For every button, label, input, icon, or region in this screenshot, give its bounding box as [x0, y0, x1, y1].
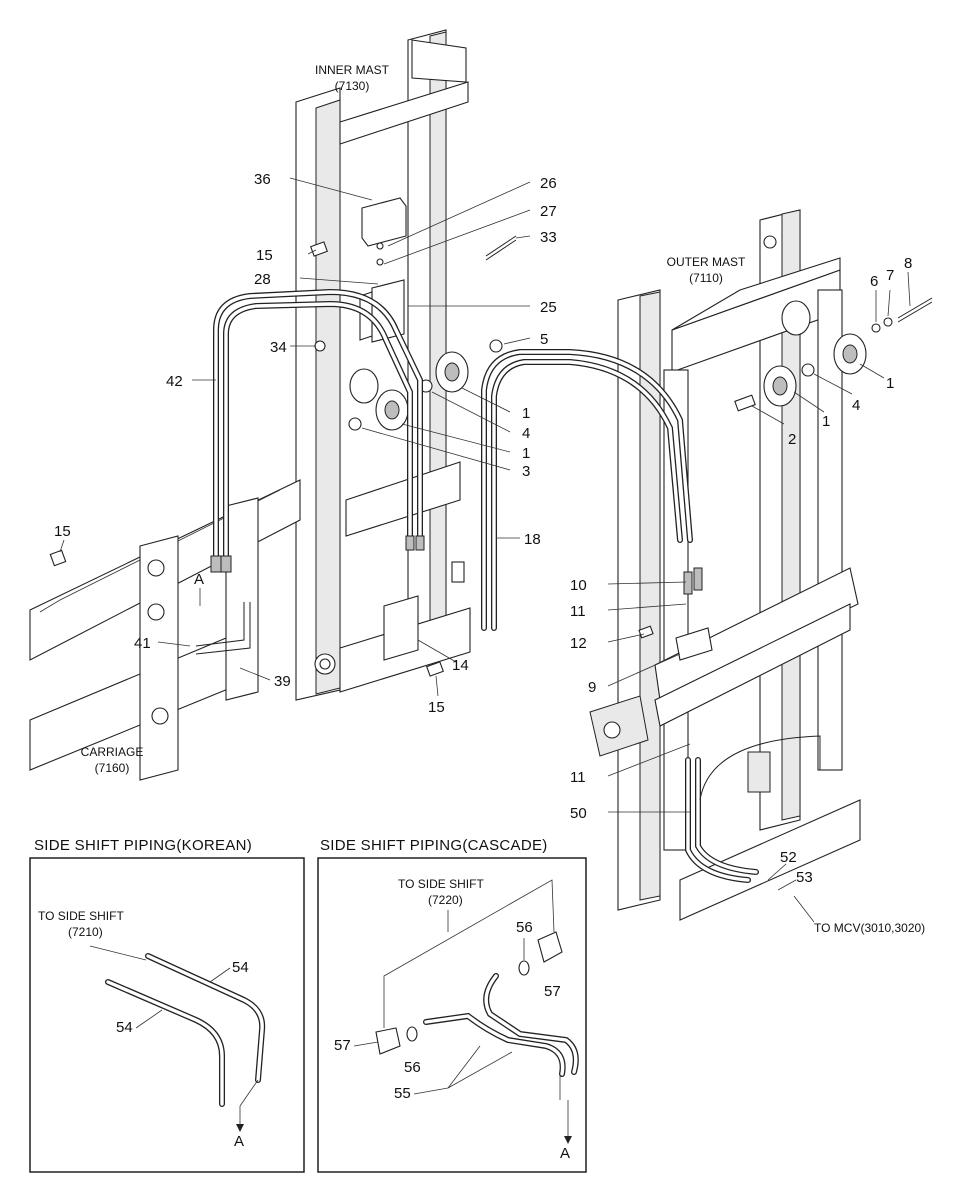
inset-cascade-arrow-label: A — [560, 1145, 570, 1162]
callout-18: 18 — [524, 531, 541, 548]
inset-cascade-callout-56-right: 56 — [516, 919, 533, 936]
inset-korean-to-label: TO SIDE SHIFT — [38, 909, 124, 923]
callout-27: 27 — [540, 203, 557, 220]
callout-15-top: 15 — [256, 247, 273, 264]
mcv-label: TO MCV(3010,3020) — [814, 921, 925, 935]
inset-korean-callout-54-upper: 54 — [232, 959, 249, 976]
callout-39: 39 — [274, 673, 291, 690]
callout-50: 50 — [570, 805, 587, 822]
callout-2: 2 — [788, 431, 796, 448]
inset-cascade-to-code: (7220) — [428, 893, 463, 907]
callout-15-left: 15 — [54, 523, 71, 540]
callout-11-a: 11 — [570, 603, 586, 620]
callout-41: 41 — [134, 635, 151, 652]
assembly-labels: INNER MAST (7130) OUTER MAST (7110) CARR… — [81, 63, 926, 935]
inset-cascade-to-label: TO SIDE SHIFT — [398, 877, 484, 891]
inset-cascade-callout-57-left: 57 — [334, 1037, 351, 1054]
inset-cascade-callout-55: 55 — [394, 1085, 411, 1102]
inset-cascade-title: SIDE SHIFT PIPING(CASCADE) — [320, 837, 548, 854]
inset-korean-title: SIDE SHIFT PIPING(KOREAN) — [34, 837, 252, 854]
inset-cascade-callout-57-right: 57 — [544, 983, 561, 1000]
callout-10: 10 — [570, 577, 587, 594]
outer-mast-label: OUTER MAST — [667, 255, 746, 269]
callout-1-b: 1 — [522, 445, 530, 462]
callout-numbers: 36 26 27 33 15 28 25 5 34 42 1 4 1 3 18 … — [54, 171, 912, 886]
callout-5: 5 — [540, 331, 548, 348]
inset-korean-callout-54-lower: 54 — [116, 1019, 133, 1036]
callout-1-c: 1 — [886, 375, 894, 392]
carriage-code: (7160) — [95, 761, 130, 775]
callout-34: 34 — [270, 339, 287, 356]
callout-4-a: 4 — [522, 425, 530, 442]
callout-8: 8 — [904, 255, 912, 272]
callout-12: 12 — [570, 635, 587, 652]
callout-52: 52 — [780, 849, 797, 866]
callout-15-bottom: 15 — [428, 699, 445, 716]
inset-korean-frame — [29, 857, 305, 1173]
callout-4-b: 4 — [852, 397, 860, 414]
inset-cascade: SIDE SHIFT PIPING(CASCADE) TO SIDE SHIFT… — [317, 837, 587, 1173]
leader-lines — [59, 177, 911, 923]
callout-1-a: 1 — [522, 405, 530, 422]
sheaves — [348, 235, 933, 431]
callout-36: 36 — [254, 171, 271, 188]
callout-view-a: A — [194, 571, 204, 588]
inset-cascade-frame — [317, 857, 587, 1173]
callout-1-d: 1 — [822, 413, 830, 430]
callout-11-b: 11 — [570, 769, 586, 786]
inset-cascade-callout-56-left: 56 — [404, 1059, 421, 1076]
callout-42: 42 — [166, 373, 183, 390]
outer-mast-code: (7110) — [689, 271, 723, 285]
inset-korean: SIDE SHIFT PIPING(KOREAN) TO SIDE SHIFT … — [29, 837, 305, 1173]
carriage-label: CARRIAGE — [81, 745, 144, 759]
inset-korean-to-code: (7210) — [68, 925, 103, 939]
callout-53: 53 — [796, 869, 813, 886]
callout-26: 26 — [540, 175, 557, 192]
callout-14: 14 — [452, 657, 469, 674]
callout-28: 28 — [254, 271, 271, 288]
callout-9: 9 — [588, 679, 596, 696]
callout-25: 25 — [540, 299, 557, 316]
outer-mast-drawing — [589, 209, 861, 921]
inner-mast-label: INNER MAST — [315, 63, 390, 77]
callout-7: 7 — [886, 267, 894, 284]
callout-6: 6 — [870, 273, 878, 290]
hoses — [195, 288, 821, 883]
inner-mast-code: (7130) — [335, 79, 370, 93]
carriage-drawing — [29, 479, 301, 781]
inset-korean-arrow-label: A — [234, 1133, 244, 1150]
callout-33: 33 — [540, 229, 557, 246]
callout-3: 3 — [522, 463, 530, 480]
